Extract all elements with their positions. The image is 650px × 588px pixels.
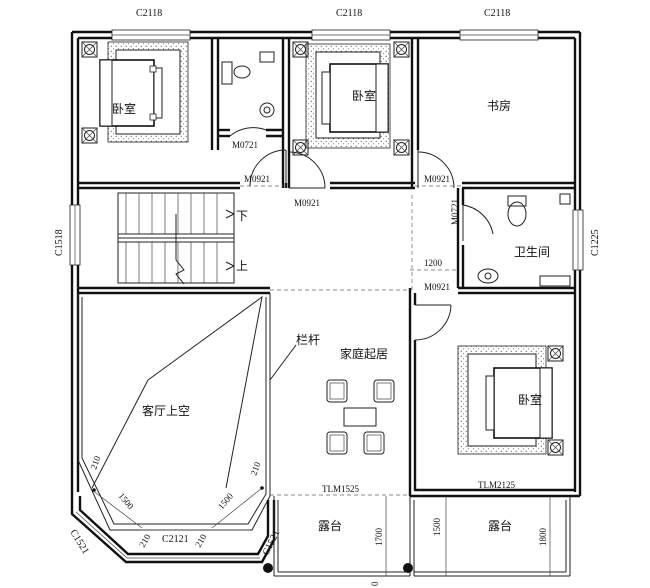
room-label-bedroom-n: 卧室 [352,88,376,103]
room-label-bedroom-se: 卧室 [518,392,542,407]
door-label-bed3-balcony: TLM2125 [478,480,515,490]
room-label-terrace-right: 露台 [488,518,512,533]
door-label-toilet: M0721 [232,140,258,150]
bay-window [70,496,276,564]
room-label-bedroom-nw: 卧室 [112,101,136,116]
window-label-bay-diag: C1521 [67,528,90,556]
window-label-bay-bottom: C2121 [162,534,189,545]
toilet-small [221,51,275,137]
stair-up-label: 上 [236,259,248,273]
bedroom-nw: 卧室 [81,41,189,144]
window-label-top-left: C2118 [136,8,162,19]
dim-bay-1500-a: 1500 [116,491,136,512]
bay-dims [91,486,264,531]
study: 书房 [487,98,511,113]
doors-row1 [249,149,455,189]
stairs: 下 上 [117,192,248,285]
dim-bay-210-c: 210 [137,532,153,549]
bedroom-se: 卧室 [457,345,564,456]
interior-walls [78,38,575,496]
door-bed-se [414,304,452,341]
bathroom: 卫生间 [462,193,571,287]
living-void: 栏杆 客厅上空 [77,293,320,531]
dim-1800: 1800 [538,528,548,547]
dim-bay-210-b: 210 [248,460,262,477]
stair-down-label: 下 [236,209,248,223]
room-label-living-void: 客厅上空 [142,403,190,418]
bedroom-n: 卧室 [292,41,410,156]
door-label-bed2: M0921 [294,198,320,208]
dim-1200: 1200 [424,258,443,268]
railing-label: 栏杆 [296,332,320,347]
terraces: 露台 露台 [263,496,571,577]
door-label-bed1: M0921 [244,174,270,184]
dim-1500-right: 1500 [432,518,442,537]
room-label-bathroom: 卫生间 [514,245,550,259]
door-label-bath: M0721 [450,199,460,225]
top-windows [69,29,584,271]
room-label-study: 书房 [487,98,511,113]
dim-bottom-0: 0 [370,581,380,586]
dim-1700: 1700 [374,528,384,547]
dim-bay-1500-b: 1500 [216,491,236,512]
door-labels: M0721 M0921 M0921 M0921 M0721 M0921 TLM1… [232,140,515,494]
room-label-family: 家庭起居 [340,346,388,361]
dim-bay-210-d: 210 [193,532,209,549]
window-label-right: C1225 [590,229,601,256]
door-label-family: TLM1525 [322,484,359,494]
dashed-lines [240,185,462,496]
door-label-bed3: M0921 [424,282,450,292]
window-label-top-mid: C2118 [336,8,362,19]
room-label-terrace-left: 露台 [318,518,342,533]
window-label-left: C1518 [54,229,65,256]
window-label-top-right: C2118 [484,8,510,19]
family-room: 家庭起居 [326,346,395,455]
dim-bay-210-a: 210 [88,454,102,471]
door-label-study: M0921 [424,174,450,184]
